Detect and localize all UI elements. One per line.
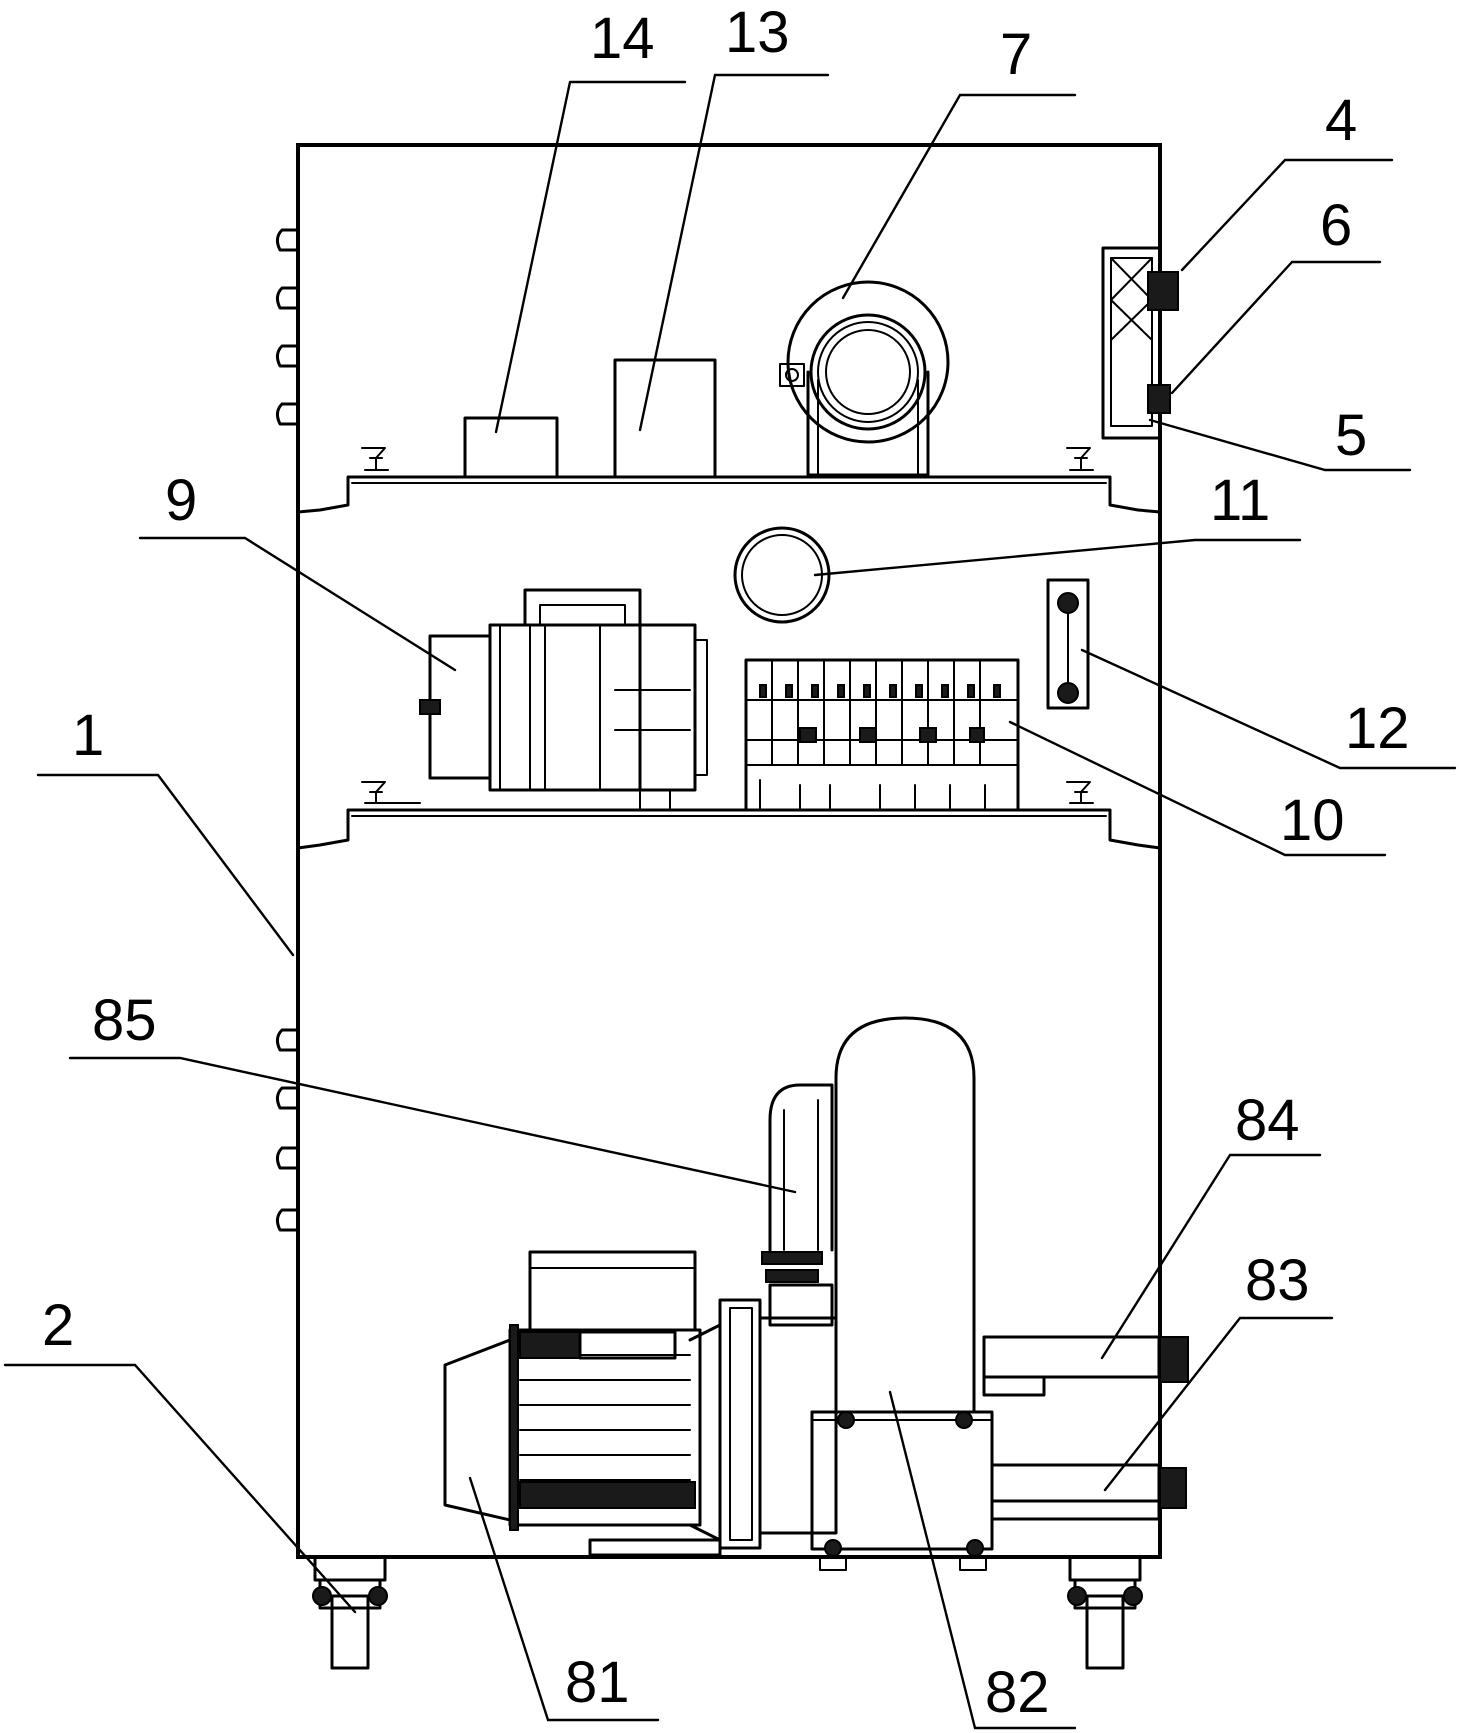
door-hinges [275, 228, 300, 1232]
label-14: 14 [590, 6, 655, 71]
label-84: 84 [1235, 1088, 1300, 1153]
component-2-caster-left [312, 1555, 388, 1670]
component-4-5-6-side-panel [1101, 246, 1179, 440]
component-84-outlet [982, 1335, 1189, 1397]
label-7: 7 [1000, 22, 1032, 87]
label-11: 11 [1210, 468, 1270, 533]
label-12: 12 [1345, 696, 1410, 761]
component-13-box [613, 358, 717, 479]
component-83-outlet [990, 1463, 1187, 1521]
component-10-terminal-block [744, 658, 1020, 812]
label-1: 1 [72, 703, 104, 768]
label-82: 82 [985, 1660, 1050, 1725]
component-82-pump-housing [810, 1016, 994, 1571]
label-10: 10 [1280, 788, 1345, 853]
label-2: 2 [42, 1293, 74, 1358]
cabinet-body [296, 143, 1162, 1559]
label-83: 83 [1245, 1248, 1310, 1313]
component-12-indicator [1046, 578, 1090, 710]
label-13: 13 [725, 0, 790, 65]
component-81-motor [443, 1250, 722, 1557]
label-5: 5 [1335, 403, 1367, 468]
component-14-box [463, 416, 559, 479]
component-9-contactor [419, 588, 708, 809]
part-labels: 14 13 7 4 6 5 9 11 12 10 1 85 84 83 2 81… [42, 0, 1410, 1725]
caster-right [1067, 1555, 1143, 1670]
component-7-blower [779, 280, 950, 477]
component-85-pipe [761, 1083, 834, 1327]
label-9: 9 [165, 468, 197, 533]
label-6: 6 [1320, 193, 1352, 258]
label-81: 81 [565, 1650, 630, 1715]
pump-coupling [718, 1298, 838, 1550]
label-4: 4 [1325, 88, 1357, 153]
leader-lines [3, 73, 1457, 1730]
label-85: 85 [92, 988, 157, 1053]
shelf-bolts [361, 447, 1094, 804]
